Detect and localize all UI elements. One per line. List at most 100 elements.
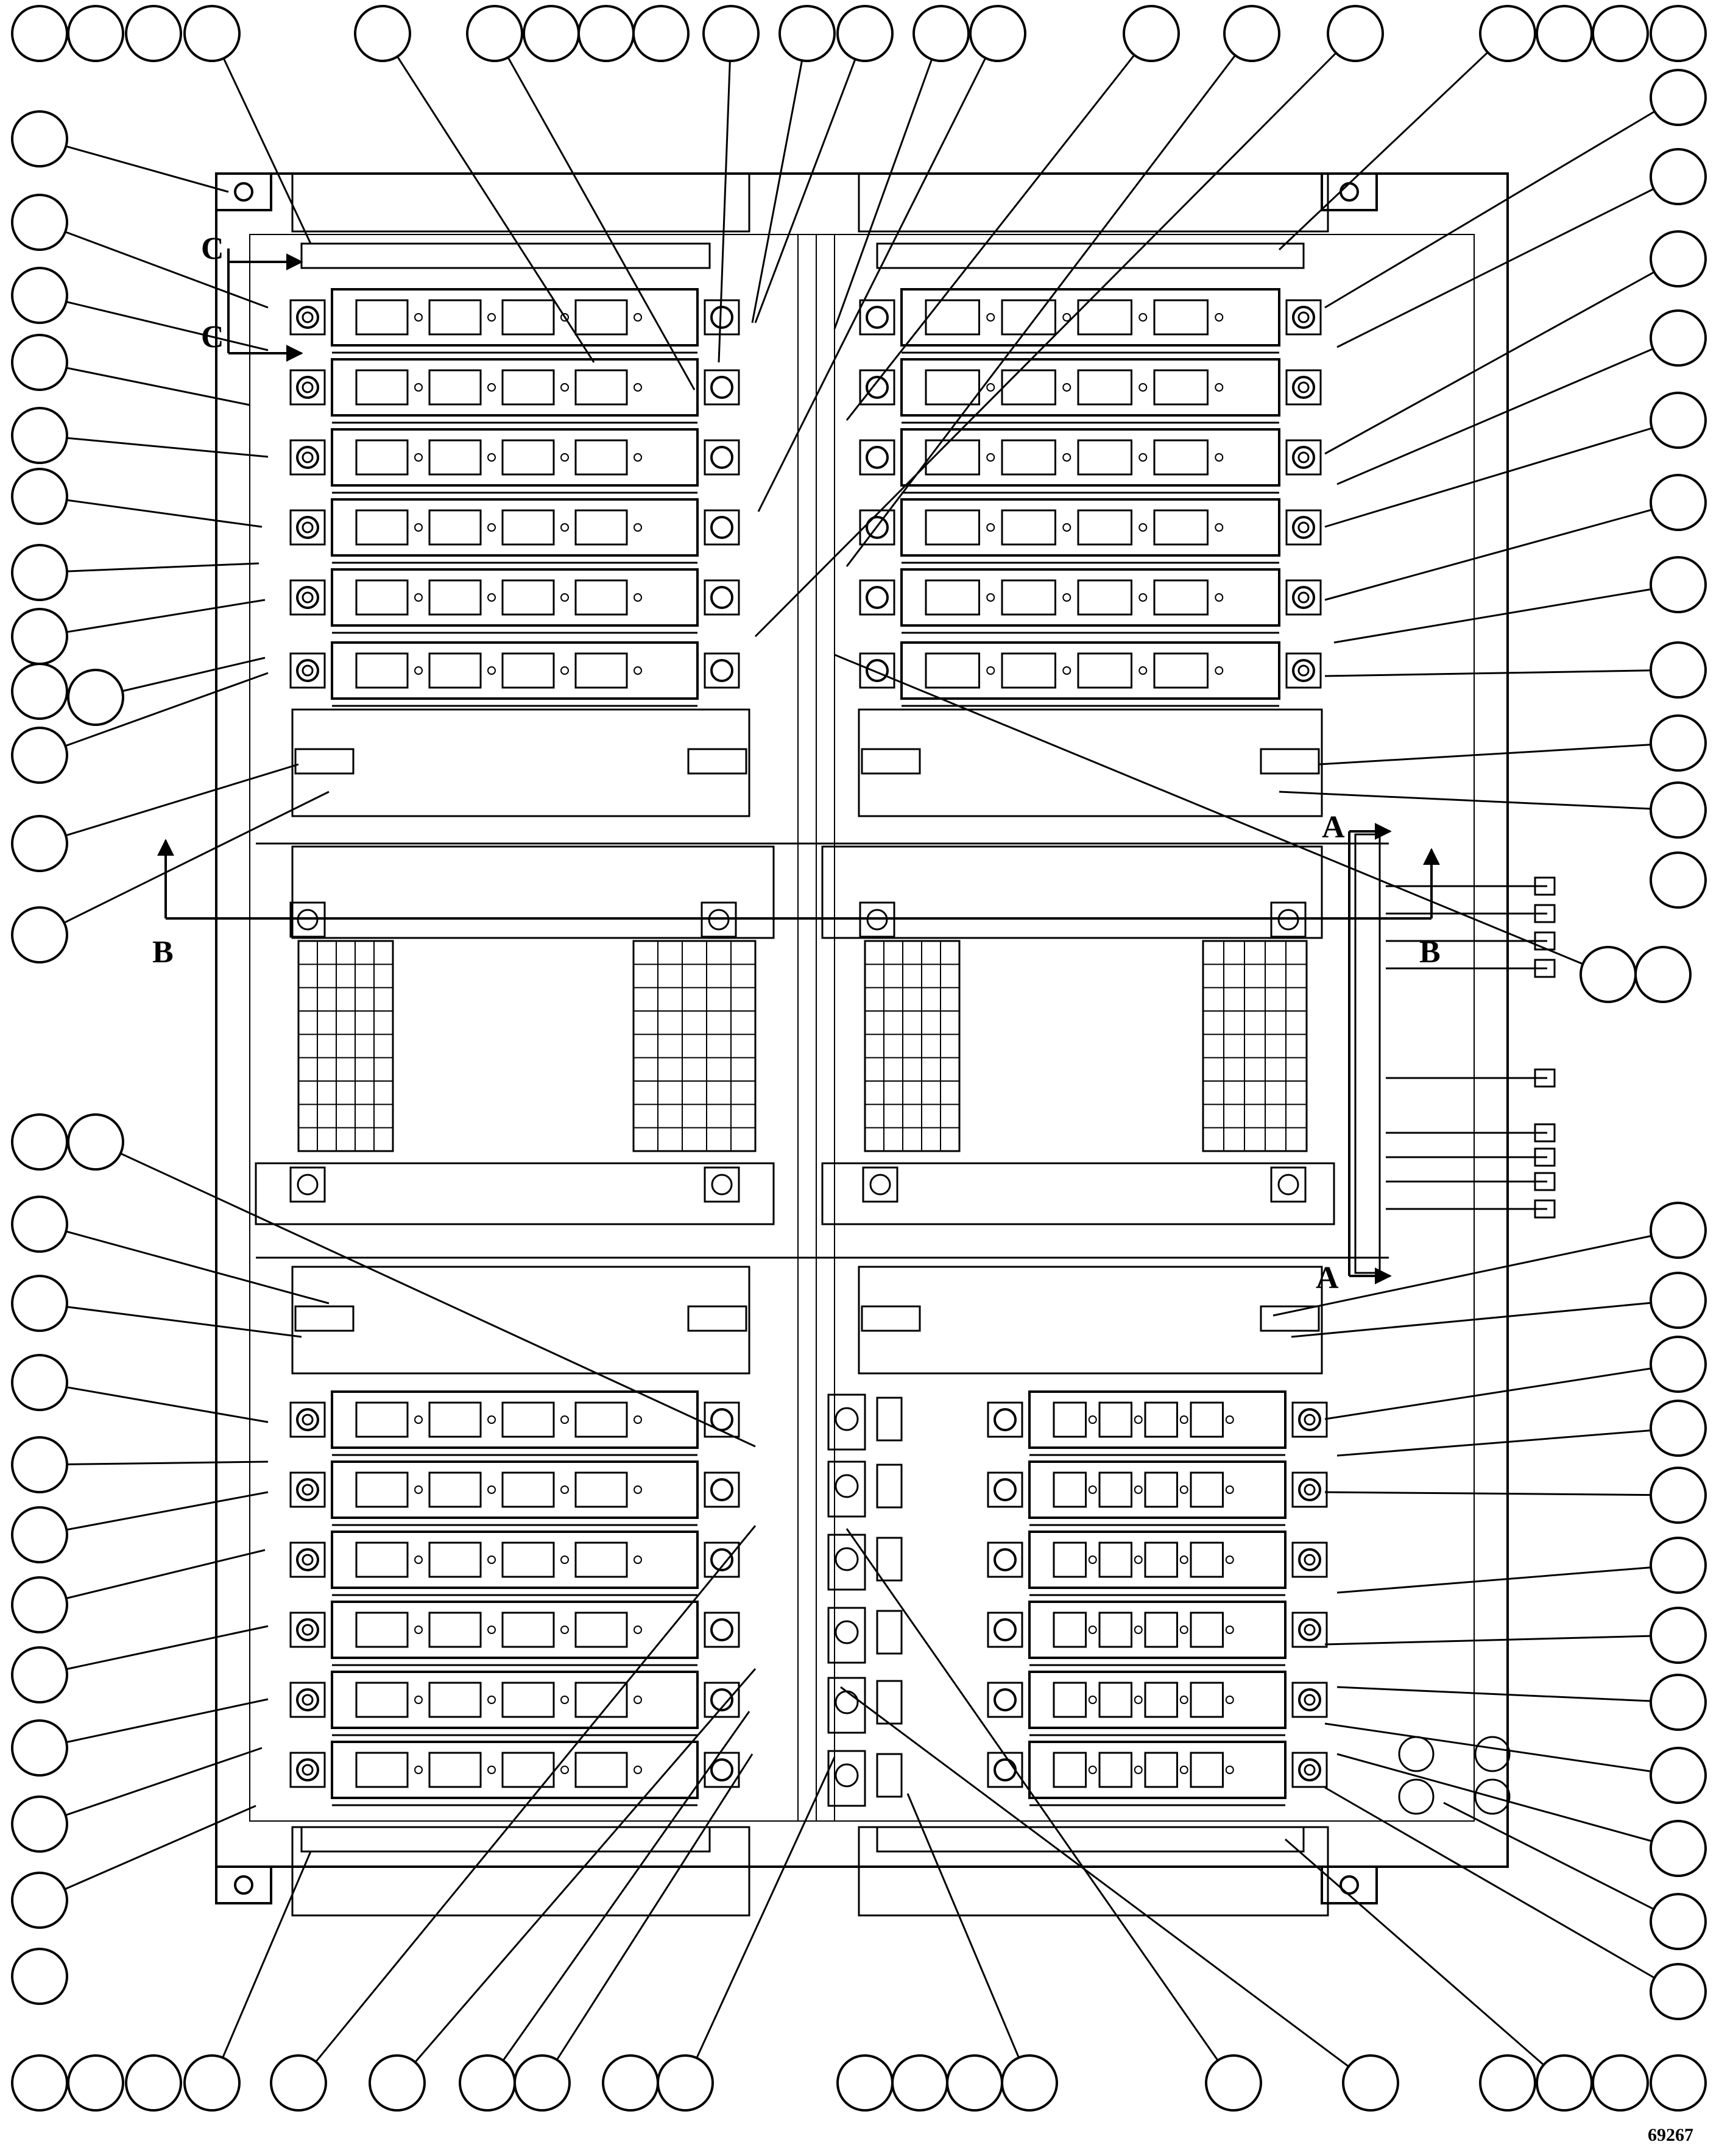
module-window	[574, 1471, 628, 1508]
callout-balloon	[11, 1354, 68, 1411]
terminal-bolt	[710, 1688, 733, 1711]
section-labels: C C B B A A	[152, 231, 1441, 1295]
terminal-block	[1291, 1752, 1328, 1788]
busbar-module	[859, 568, 1322, 634]
callout-balloon	[11, 1436, 68, 1493]
callout-balloon	[270, 2054, 327, 2112]
cross-bar-housing	[821, 1162, 1335, 1225]
leader-line	[751, 60, 803, 323]
module-window	[501, 1541, 555, 1578]
leader-line	[65, 763, 299, 837]
leader-line	[1324, 1367, 1651, 1420]
callout-balloon	[11, 1795, 68, 1853]
leader-line	[66, 1491, 269, 1531]
module-window	[428, 1752, 482, 1788]
terminal-bolt	[1298, 1408, 1321, 1431]
leader-line	[1336, 188, 1654, 348]
corner-bracket	[1321, 172, 1378, 211]
busbar-module	[289, 1671, 740, 1736]
cage-panel	[297, 940, 394, 1152]
module-window	[925, 299, 980, 336]
module-rivet	[1062, 666, 1071, 675]
module-rivet	[560, 1415, 569, 1424]
terminal-block	[289, 579, 326, 616]
terminal-bolt	[296, 586, 319, 609]
cable-lug	[1534, 1147, 1556, 1167]
module-window	[574, 299, 628, 336]
callout-balloon	[11, 1576, 68, 1633]
module-rivet	[1215, 593, 1224, 602]
module-rivet	[1138, 523, 1148, 532]
module-window	[925, 509, 980, 546]
module-rivet	[560, 1555, 569, 1564]
module-window	[1153, 579, 1209, 616]
callout-balloon	[11, 608, 68, 665]
module-window	[1144, 1541, 1178, 1578]
module-window	[1153, 509, 1209, 546]
busbar-module	[987, 1390, 1328, 1456]
callout-balloon	[1650, 392, 1707, 449]
module-rivet	[1215, 383, 1224, 392]
callout-balloon	[1650, 556, 1707, 613]
callout-balloon	[11, 727, 68, 784]
busbar-module	[987, 1460, 1328, 1526]
vertical-bracket	[1354, 833, 1381, 1274]
busbar-module	[987, 1531, 1328, 1596]
leader-line	[845, 1528, 1219, 2061]
round-connector	[1474, 1778, 1511, 1815]
module-outline	[331, 358, 699, 417]
breaker-bolt	[835, 1547, 859, 1571]
terminal-bolt	[710, 586, 733, 609]
module-rivet	[1138, 666, 1148, 675]
leader-line	[66, 1306, 302, 1338]
terminal-bolt	[710, 376, 733, 399]
plate-tab	[687, 1305, 747, 1332]
callout-balloon	[1650, 1747, 1707, 1804]
terminal-bolt-core	[1297, 381, 1310, 393]
leader-line	[66, 1625, 269, 1671]
busbar-module	[289, 1390, 740, 1456]
breaker-body	[827, 1607, 866, 1664]
terminal-bolt	[1292, 306, 1315, 329]
busbar-module	[859, 358, 1322, 424]
module-rivet	[1062, 313, 1071, 322]
module-window	[1053, 1752, 1087, 1788]
terminal-block	[859, 509, 895, 546]
busbar-module	[859, 288, 1322, 354]
callout-balloon	[1650, 1893, 1707, 1950]
module-rivet	[634, 1415, 642, 1424]
breaker-bolt	[835, 1690, 859, 1714]
module-window	[428, 1401, 482, 1438]
leader-line	[1336, 1686, 1651, 1702]
module-window	[574, 1401, 628, 1438]
cable-lug	[1534, 1199, 1556, 1219]
terminal-block	[289, 299, 326, 336]
module-rivet	[1062, 593, 1071, 602]
terminal-bolt-core	[302, 1484, 314, 1496]
terminal-block	[704, 509, 740, 546]
callout-balloon	[11, 815, 68, 872]
terminal-bolt	[710, 306, 733, 329]
bar-clamp	[862, 1166, 898, 1203]
module-window	[501, 439, 555, 476]
module-rivet	[487, 1555, 496, 1564]
module-rivet	[1179, 1626, 1188, 1634]
module-rivet	[414, 593, 423, 602]
section-label-b-right: B	[1419, 935, 1441, 970]
leader-line	[1336, 348, 1654, 485]
callout-balloon	[11, 1113, 68, 1171]
module-rivet	[1179, 1696, 1188, 1704]
module-rivet	[414, 1766, 423, 1774]
terminal-bolt	[994, 1688, 1017, 1711]
terminal-block	[704, 299, 740, 336]
module-rivet	[487, 666, 496, 675]
module-window	[574, 579, 628, 616]
module-rivet	[414, 313, 423, 322]
mounting-brackets	[215, 172, 1378, 1904]
module-rivet	[986, 666, 995, 675]
corner-bracket	[1321, 1865, 1378, 1904]
module-window	[1190, 1682, 1224, 1718]
callout-balloon	[183, 2054, 241, 2112]
module-outline	[331, 1390, 699, 1449]
